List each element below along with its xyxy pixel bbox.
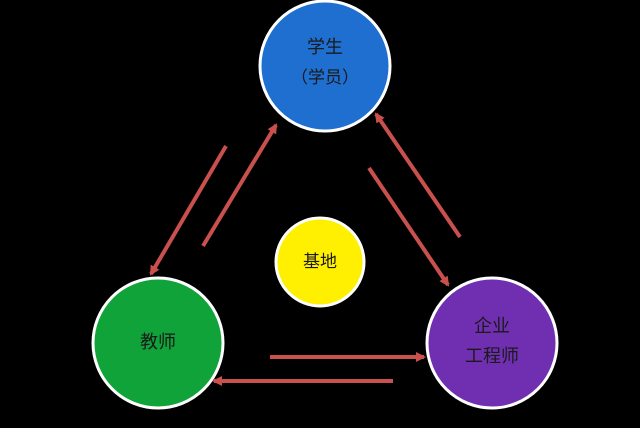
- student-label-line2: （学员）: [291, 68, 359, 88]
- teacher-node: 教师: [91, 276, 225, 410]
- student-label-line1: 学生: [307, 37, 343, 58]
- base-label: 基地: [303, 252, 337, 272]
- arrow-teacher-to-student: [201, 123, 278, 248]
- arrow-student-to-teacher: [149, 144, 228, 276]
- arrow-student-to-engineer: [367, 166, 450, 287]
- base-circle: [274, 216, 366, 308]
- student-circle: [258, 0, 392, 133]
- engineer-circle: [425, 276, 559, 410]
- base-node: 基地: [274, 216, 366, 308]
- arrow-engineer-to-student: [374, 112, 462, 239]
- engineer-node: 企业 工程师: [425, 276, 559, 410]
- engineer-label-line2: 工程师: [465, 346, 519, 367]
- teacher-label: 教师: [140, 332, 176, 353]
- student-node: 学生 （学员）: [258, 0, 392, 133]
- teacher-circle: [91, 276, 225, 410]
- engineer-label-line1: 企业: [474, 316, 510, 337]
